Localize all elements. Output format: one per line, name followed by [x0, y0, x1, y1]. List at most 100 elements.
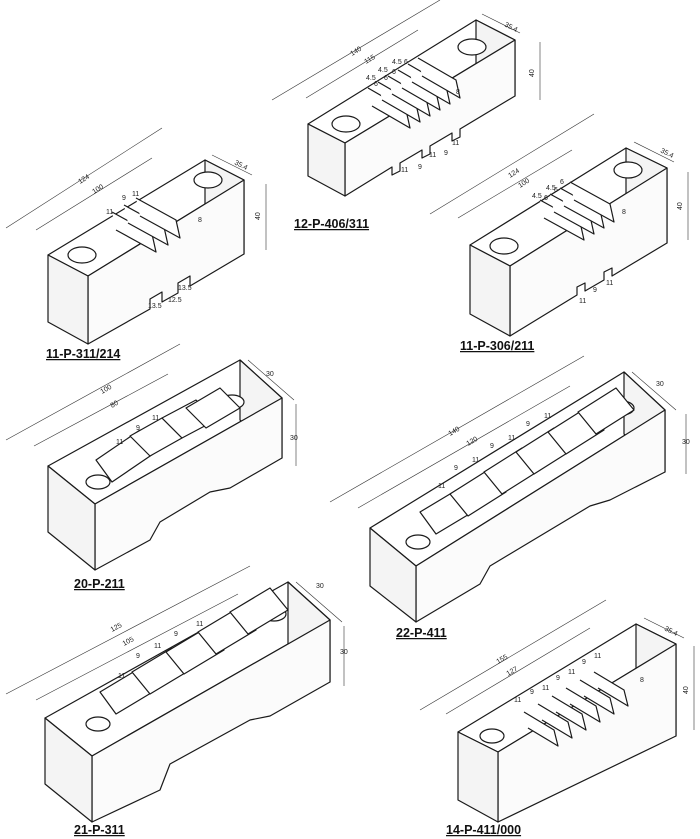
dim-label: 140	[448, 426, 462, 438]
dimension-line	[35, 593, 239, 701]
dim-label: 13.5	[148, 303, 162, 310]
dim-label: 6	[544, 195, 548, 202]
dim-label: 30	[316, 583, 324, 590]
dim-label: 30	[656, 381, 664, 388]
dim-label: 9	[593, 287, 597, 294]
dim-label: 11	[132, 191, 139, 198]
dim-label: 127	[506, 666, 520, 678]
bolt-hole	[193, 171, 223, 189]
dim-label: 6	[560, 179, 564, 186]
dim-label: 11	[429, 152, 436, 159]
dim-label: 11	[452, 140, 459, 147]
block-front-face	[94, 397, 283, 571]
dim-label: 30	[682, 439, 690, 446]
dim-label: 6	[374, 81, 378, 88]
dim-label: 100	[91, 184, 105, 196]
dimension-line	[419, 599, 607, 711]
bolt-hole	[67, 246, 97, 264]
dim-label: 9	[556, 675, 560, 682]
dim-label: 4.5	[378, 67, 388, 74]
dimension-line	[5, 127, 163, 229]
dim-label: 40	[677, 202, 684, 210]
dim-label: 9	[136, 425, 140, 432]
dimension-line	[329, 355, 585, 503]
dim-label: 8	[622, 209, 626, 216]
dim-label: 6	[404, 59, 408, 66]
dim-label: 6	[384, 75, 388, 82]
dim-label: 11	[152, 415, 159, 422]
dim-label: 125	[110, 622, 124, 634]
part-12-P-406-311: 140 115 35.4 40 4.5 4.5 4.5 6 6 6 6 8 11…	[271, 0, 541, 231]
dim-label: 11	[118, 673, 125, 680]
part-21-P-311: 125 105 30 30 11 9 11 9 11 21-P-311	[5, 565, 348, 837]
dim-label: 9	[490, 443, 494, 450]
dimension-line	[643, 617, 685, 639]
part-22-P-411: 140 120 30 30 11 9 11 9 11 9 11 22-P-411	[329, 355, 690, 640]
dim-label: 80	[110, 400, 120, 410]
dim-label: 9	[418, 164, 422, 171]
dim-label: 11	[472, 457, 479, 464]
dimension-line	[5, 343, 181, 441]
dim-label: 4.5	[392, 59, 402, 66]
part-11-P-306-211: 124 100 35.4 40 4.5 4.5 6 6 6 8 11 9 11 …	[429, 113, 689, 353]
dim-label: 11	[544, 413, 551, 420]
dim-label: 9	[444, 150, 448, 157]
dim-label: 9	[454, 465, 458, 472]
block-left-face	[307, 123, 346, 197]
dim-label: 100	[100, 384, 114, 396]
dim-label: 11	[116, 439, 123, 446]
block-left-face	[47, 465, 96, 571]
teeth	[419, 387, 635, 535]
dim-label: 4.5	[546, 185, 556, 192]
dim-label: 124	[507, 168, 521, 180]
dim-label: 11	[106, 209, 113, 216]
part-label: 21-P-311	[74, 823, 125, 837]
dim-label: 155	[496, 654, 510, 666]
dimension-line	[633, 141, 675, 163]
grooves	[367, 57, 461, 129]
block-front-face	[509, 167, 668, 337]
dim-label: 6	[554, 187, 558, 194]
dim-label: 35.4	[233, 160, 248, 172]
dim-label: 40	[529, 69, 536, 77]
teeth	[99, 587, 289, 715]
block-front-face	[344, 39, 516, 197]
part-20-P-211: 100 80 30 30 11 9 11 20-P-211	[5, 343, 298, 591]
dim-label: 11	[594, 653, 601, 660]
dim-label: 9	[122, 195, 126, 202]
dimension-line	[429, 113, 595, 215]
bolt-hole	[479, 728, 505, 744]
dim-label: 12.5	[168, 297, 182, 304]
block-left-face	[369, 527, 417, 623]
dimension-line	[247, 359, 295, 401]
dimension-line	[305, 29, 419, 99]
dimension-line	[33, 373, 169, 447]
dim-label: 35.4	[503, 22, 518, 34]
dim-label: 11	[154, 643, 161, 650]
dim-label: 124	[77, 174, 91, 186]
part-label: 11-P-311/214	[46, 347, 120, 361]
dim-label: 30	[290, 435, 298, 442]
dim-label: 35.4	[663, 626, 678, 638]
dim-label: 105	[122, 636, 136, 648]
dim-label: 11	[542, 685, 549, 692]
block-left-face	[457, 731, 499, 823]
dim-label: 9	[526, 421, 530, 428]
dim-label: 11	[514, 697, 521, 704]
dimension-line	[5, 565, 251, 695]
dim-label: 30	[340, 649, 348, 656]
dim-label: 120	[466, 436, 480, 448]
dim-label: 40	[683, 686, 690, 694]
teeth	[95, 387, 241, 483]
dimension-line	[445, 627, 591, 715]
block-front-face	[415, 409, 666, 623]
dimension-line	[271, 0, 441, 101]
dim-label: 4.5	[532, 193, 542, 200]
grooves	[111, 197, 181, 253]
dim-label: 11	[401, 167, 408, 174]
dimension-line	[457, 149, 573, 219]
bolt-hole	[85, 474, 111, 490]
dim-label: 9	[174, 631, 178, 638]
block-left-face	[44, 717, 93, 823]
